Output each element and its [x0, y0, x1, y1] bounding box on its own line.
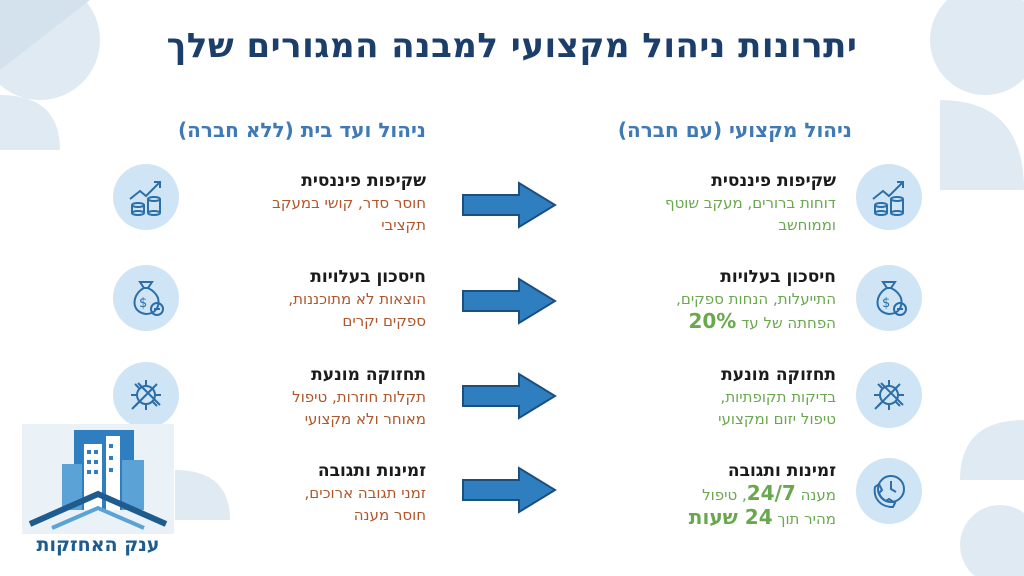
item-line: מאוחר ולא מקצועי	[304, 410, 426, 428]
professional-item-savings: חיסכון בעלויות התייעלות, הנחות ספקים, הפ…	[576, 266, 836, 334]
professional-item-maintenance: תחזוקה מונעת בדיקות תקופתיות, טיפול יזום…	[576, 364, 836, 430]
item-line: וממוחשב	[778, 216, 836, 234]
item-line: חוסר מענה	[353, 506, 426, 524]
finance-chart-icon	[856, 164, 922, 230]
finance-chart-icon	[113, 164, 179, 230]
logo-text: ענק האחזקות	[36, 534, 160, 556]
professional-heading: ניהול מקצועי (עם חברה)	[617, 118, 852, 142]
item-title: תחזוקה מונעת	[721, 365, 836, 385]
svg-text:$: $	[139, 296, 147, 311]
svg-text:$: $	[882, 296, 890, 311]
item-line: הפחתה של עד 20%	[688, 309, 836, 333]
item-line: התייעלות, הנחות ספקים,	[676, 290, 836, 308]
item-line: טיפול יזום ומקצועי	[718, 410, 836, 428]
item-line: תקלות חוזרות, טיפול	[292, 388, 426, 406]
buildings-logo-icon	[22, 424, 174, 534]
committee-item-savings: חיסכון בעלויות הוצאות לא מתוכננות, ספקים…	[206, 266, 426, 332]
item-line: תקציבי	[381, 216, 426, 234]
item-line: מהיר תוך 24 שעות	[688, 505, 836, 529]
item-line: חוסר סדר, קושי במעקב	[272, 194, 426, 212]
item-title: שקיפות פיננסית	[711, 171, 836, 191]
item-line: זמני תגובה ארוכים,	[304, 484, 426, 502]
committee-item-finance: שקיפות פיננסית חוסר סדר, קושי במעקב תקצי…	[206, 170, 426, 236]
item-title: חיסכון בעלויות	[310, 267, 426, 287]
arrow-right-icon	[462, 181, 557, 229]
availability-hours: 24/7	[746, 481, 796, 505]
phone-clock-icon	[856, 458, 922, 524]
arrow-right-icon	[462, 372, 557, 420]
item-line: בדיקות תקופתיות,	[720, 388, 836, 406]
arrow-right-icon	[462, 277, 557, 325]
company-logo: ענק האחזקות	[22, 424, 174, 566]
savings-percent: 20%	[688, 309, 737, 333]
item-title: חיסכון בעלויות	[720, 267, 836, 287]
item-title: זמינות ותגובה	[317, 461, 426, 481]
item-line: הוצאות לא מתוכננות,	[288, 290, 426, 308]
item-line: ספקים יקרים	[342, 312, 426, 330]
committee-heading: ניהול ועד בית (ללא חברה)	[178, 118, 426, 142]
tools-icon	[856, 362, 922, 428]
page-title: יתרונות ניהול מקצועי למבנה המגורים שלך	[166, 26, 858, 66]
item-line: מענה 24/7, טיפול	[702, 481, 836, 505]
tools-icon	[113, 362, 179, 428]
item-line: דוחות ברורים, מעקב שוטף	[664, 194, 836, 212]
committee-item-maintenance: תחזוקה מונעת תקלות חוזרות, טיפול מאוחר ו…	[206, 364, 426, 430]
item-title: שקיפות פיננסית	[301, 171, 426, 191]
response-time: 24 שעות	[688, 505, 773, 529]
committee-item-availability: זמינות ותגובה זמני תגובה ארוכים, חוסר מע…	[206, 460, 426, 526]
money-bag-icon: $	[113, 265, 179, 331]
professional-item-availability: זמינות ותגובה מענה 24/7, טיפול מהיר תוך …	[576, 460, 836, 530]
arrow-right-icon	[462, 466, 557, 514]
money-bag-icon: $	[856, 265, 922, 331]
item-title: זמינות ותגובה	[727, 461, 836, 481]
item-title: תחזוקה מונעת	[311, 365, 426, 385]
professional-item-finance: שקיפות פיננסית דוחות ברורים, מעקב שוטף ו…	[576, 170, 836, 236]
